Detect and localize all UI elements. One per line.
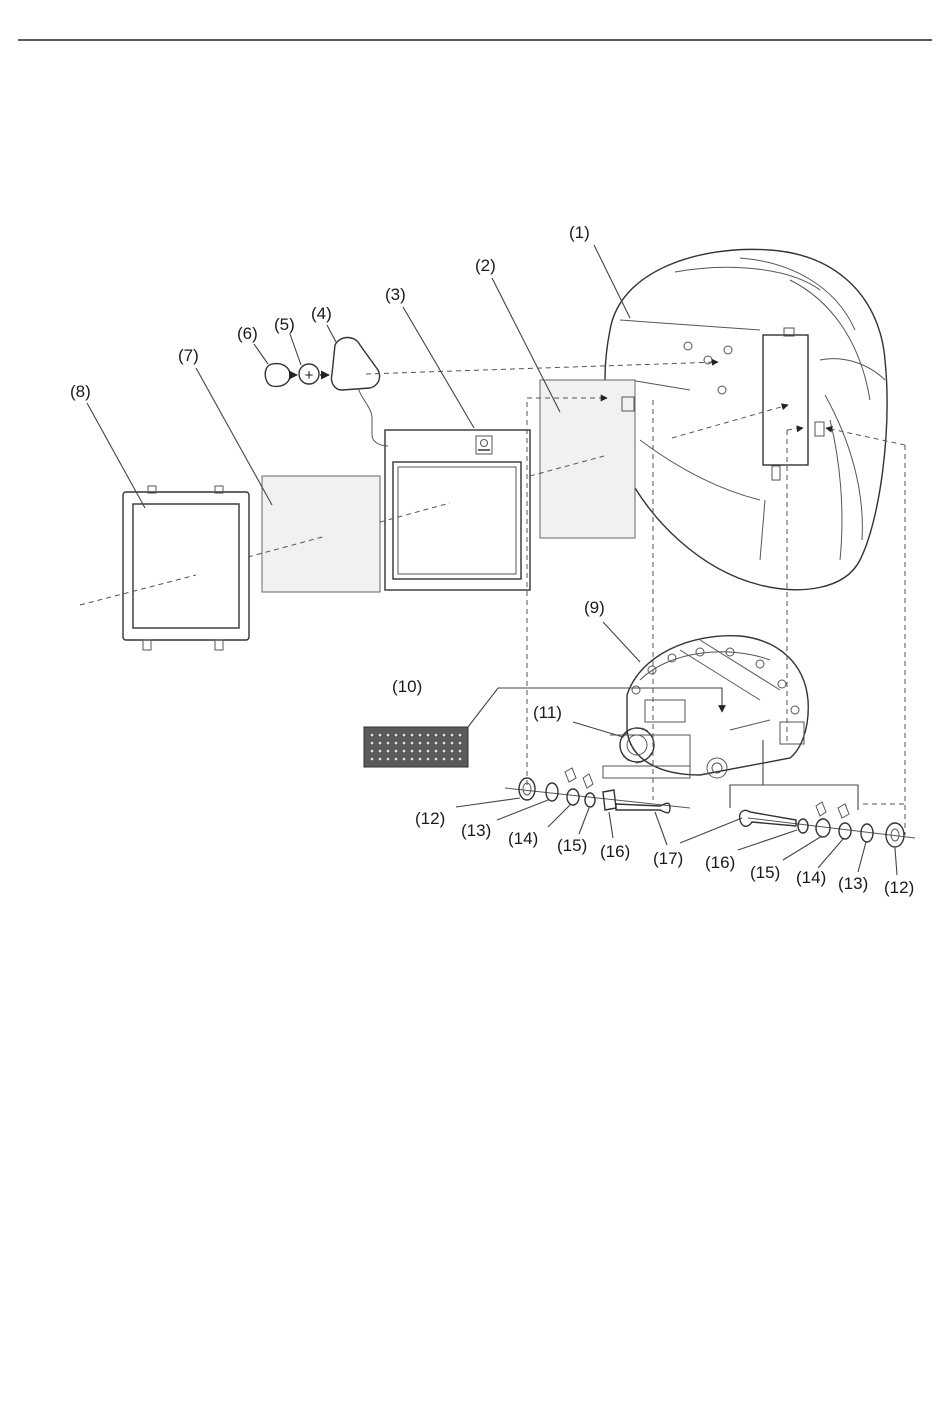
inner-cover-lens	[540, 380, 635, 538]
label-part-5: (5)	[274, 315, 295, 334]
label-part-14-right: (14)	[796, 868, 826, 887]
label-part-10: (10)	[392, 677, 422, 696]
label-part-15-right: (15)	[750, 863, 780, 882]
label-part-16-left: (16)	[600, 842, 630, 861]
label-part-7: (7)	[178, 346, 199, 365]
label-part-9: (9)	[584, 598, 605, 617]
label-part-12-left: (12)	[415, 809, 445, 828]
outer-cover-lens	[262, 476, 380, 592]
label-part-6: (6)	[237, 324, 258, 343]
callout-labels: (1) (2) (3) (4) (5) (6) (7) (8) (9) (10)…	[70, 223, 914, 897]
label-part-17: (17)	[653, 849, 683, 868]
headgear	[603, 636, 808, 778]
label-part-11: (11)	[533, 703, 562, 722]
adf-cartridge	[385, 430, 530, 590]
label-part-1: (1)	[569, 223, 590, 242]
helmet-shell	[605, 249, 887, 589]
label-part-8: (8)	[70, 382, 91, 401]
leader-lines	[87, 245, 897, 875]
label-part-12-right: (12)	[884, 878, 914, 897]
label-part-15-left: (15)	[557, 836, 587, 855]
sweatband-pad	[364, 727, 468, 767]
label-part-4: (4)	[311, 304, 332, 323]
label-part-13-left: (13)	[461, 821, 491, 840]
label-part-14-left: (14)	[508, 829, 538, 848]
battery-symbol: +	[305, 367, 314, 384]
label-part-16-right: (16)	[705, 853, 735, 872]
front-frame	[123, 486, 249, 650]
label-part-2: (2)	[475, 256, 496, 275]
label-part-13-right: (13)	[838, 874, 868, 893]
battery-assembly: +	[265, 338, 388, 447]
ratchet-knob	[620, 728, 654, 763]
assembly-guides	[80, 362, 905, 835]
label-part-3: (3)	[385, 285, 406, 304]
